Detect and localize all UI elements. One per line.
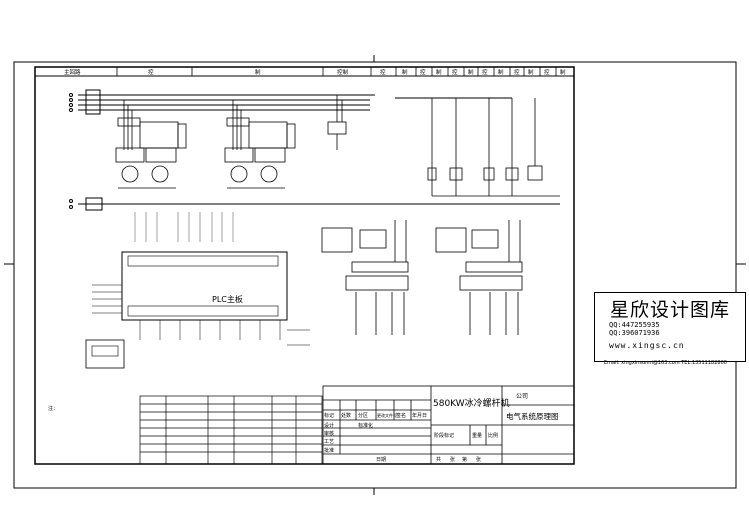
- machine-name: 580KW冰冷螺杆机: [433, 397, 510, 409]
- title-field-2: 工艺: [324, 439, 334, 445]
- sheet-field-3: 张: [476, 456, 481, 463]
- watermark-qq2: QQ:396071936: [609, 329, 660, 337]
- title-block: [322, 385, 575, 465]
- notes-label: 注：: [48, 405, 58, 412]
- driver-module-2: [435, 220, 523, 335]
- rev-field-3: 更改文件号: [377, 412, 397, 418]
- compressor-circuit-2: [224, 100, 296, 189]
- plc-outputs: [139, 320, 281, 340]
- header-cell-9: 制: [468, 68, 474, 76]
- header-cell-3: 控制: [337, 68, 349, 76]
- stage-field-1: 重量: [472, 432, 482, 439]
- compressor-circuit-1: [115, 100, 187, 189]
- company-name: 公司: [516, 393, 528, 400]
- main-breaker: [69, 89, 103, 211]
- header-cell-12: 控: [514, 68, 520, 76]
- title-field-5: 日期: [376, 457, 386, 463]
- transformer: [327, 95, 347, 150]
- label-columns: [134, 212, 234, 242]
- sheet-field-0: 共: [436, 456, 441, 463]
- display-panel: [85, 339, 125, 369]
- sheet-field-2: 第: [462, 456, 467, 463]
- header-strip: 主回路 控 制 控制 控 制 控 制 控 制 控 制 控 制 控 制: [34, 66, 575, 77]
- control-circuits: [427, 98, 560, 197]
- rev-field-5: 年月日: [412, 412, 427, 419]
- header-cell-14: 控: [544, 68, 550, 76]
- stage-field-0: 阶段标记: [434, 432, 454, 439]
- sheet-field-1: 张: [450, 456, 455, 463]
- title-field-1: 审核: [324, 430, 334, 437]
- rev-field-0: 标记: [324, 412, 334, 419]
- watermark-title: 星欣设计图库: [609, 299, 730, 321]
- border-ticks: [4, 55, 746, 495]
- header-cell-4: 控: [380, 68, 386, 76]
- header-cell-10: 控: [482, 68, 488, 76]
- title-field-0: 设计: [324, 422, 334, 429]
- header-cell-2: 制: [255, 68, 261, 76]
- watermark-panel: 星欣设计图库 QQ:447255935 QQ:396071936 www.xin…: [594, 292, 746, 362]
- header-cell-11: 制: [498, 68, 504, 76]
- rev-field-4: 签名: [396, 412, 406, 419]
- header-cell-5: 制: [402, 68, 408, 76]
- title-block-text: 580KW冰冷螺杆机 公司 电气系统原理图 标记 处数 分区 更改文件号 签名 …: [324, 393, 559, 463]
- header-cell-6: 控: [420, 68, 426, 76]
- driver-module-1: [321, 220, 409, 335]
- watermark-email: Email: xingxinsunni@163.com TEL:13511182…: [604, 360, 727, 366]
- rev-field-1: 处数: [341, 412, 351, 419]
- header-cell-15: 制: [560, 68, 566, 76]
- power-bus: [78, 94, 560, 205]
- stage-field-2: 比例: [488, 432, 498, 439]
- header-cell-7: 制: [436, 68, 442, 76]
- title-field-4: 批准: [324, 447, 334, 454]
- header-cell-13: 制: [528, 68, 534, 76]
- drawing-title: 电气系统原理图: [506, 411, 559, 421]
- legend-table: [139, 395, 323, 465]
- plc-label: PLC主板: [212, 294, 243, 304]
- header-cell-8: 控: [452, 68, 458, 76]
- watermark-qq1: QQ:447255935: [609, 321, 660, 329]
- header-cell-0: 主回路: [64, 68, 81, 76]
- rev-field-2: 分区: [358, 412, 368, 419]
- watermark-site: www.xingsc.cn: [609, 341, 685, 350]
- title-field-3: 标准化: [358, 422, 373, 429]
- outer-border: [13, 61, 737, 489]
- plc-board: PLC主板: [85, 251, 310, 369]
- header-cell-1: 控: [148, 68, 154, 76]
